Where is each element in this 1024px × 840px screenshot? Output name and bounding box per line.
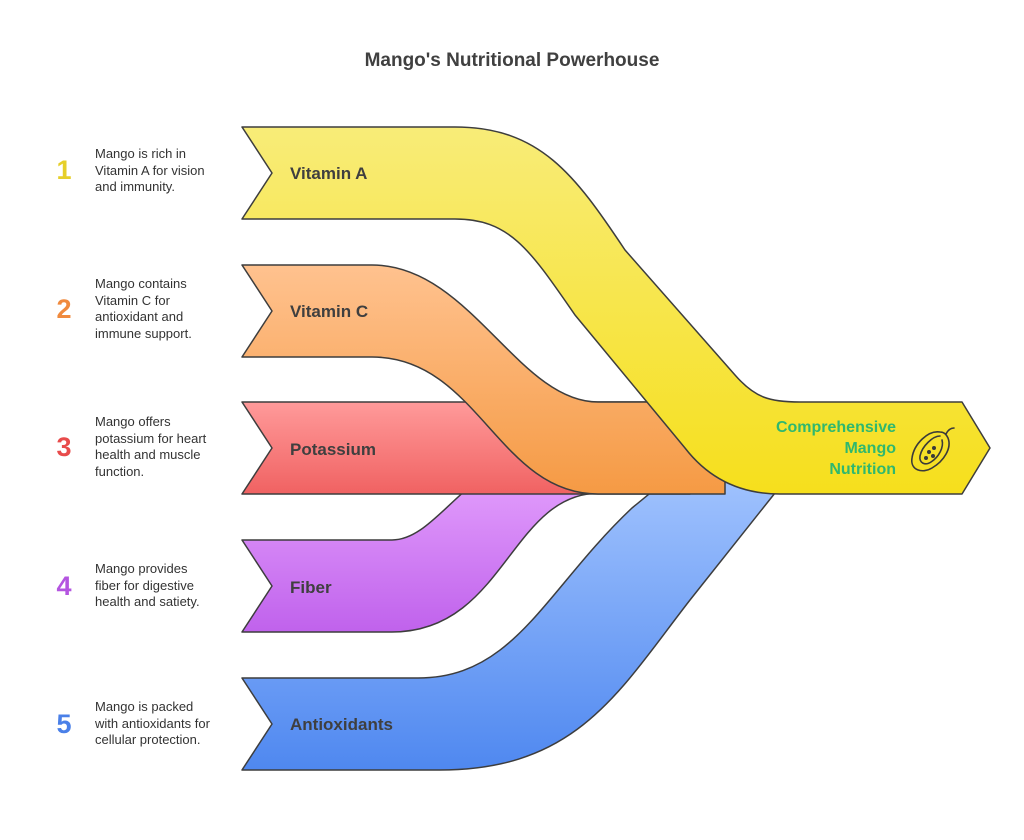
target-label-line-3: Nutrition [829,461,896,478]
band-vitamin-a [241,126,991,495]
label-vitamin-c: Vitamin C [290,302,368,321]
diagram-title: Mango's Nutritional Powerhouse [364,50,660,71]
description-line: Mango is packed [95,699,194,714]
label-potassium: Potassium [290,440,376,459]
description-line: fiber for digestive [95,577,194,593]
description-line: with antioxidants for [95,715,210,731]
description-line: Mango provides [95,561,188,576]
description-line: and immunity. [95,179,175,194]
band-antioxidants [241,447,776,771]
target-label-line-2: Mango [844,440,896,457]
step-number-3: 3 [56,432,72,462]
label-antioxidants: Antioxidants [290,715,393,734]
step-number-1: 1 [56,155,72,185]
description-line: Mango offers [95,414,171,429]
target-label-line-1: Comprehensive [776,419,896,436]
description-line: function. [95,463,145,479]
label-vitamin-a: Vitamin A [290,164,367,183]
step-description-1: Mango is rich in Vitamin A for vision an… [95,146,235,196]
description-line: health and muscle [95,447,201,462]
step-description-3: Mango offers potassium for heart health … [95,414,235,480]
label-fiber: Fiber [290,578,332,597]
step-description-2: Mango contains Vitamin C for antioxidant… [95,276,235,342]
description-line: Mango contains [95,276,187,291]
description-line: cellular protection. [95,732,201,747]
description-line: Mango is rich in [95,146,187,161]
step-description-4: Mango provides fiber for digestive healt… [95,561,235,611]
description-line: immune support. [95,325,192,341]
step-number-2: 2 [56,294,72,324]
mango-icon [911,427,955,472]
step-description-5: Mango is packed with antioxidants for ce… [95,699,235,749]
description-line: Vitamin C for [95,292,170,308]
band-vitamin-c [241,264,726,495]
step-number-4: 4 [56,571,72,601]
description-line: potassium for heart [95,430,207,446]
step-number-5: 5 [56,709,72,739]
description-line: health and satiety. [95,594,200,609]
description-line: Vitamin A for vision [95,162,205,178]
description-line: antioxidant and [95,309,184,324]
